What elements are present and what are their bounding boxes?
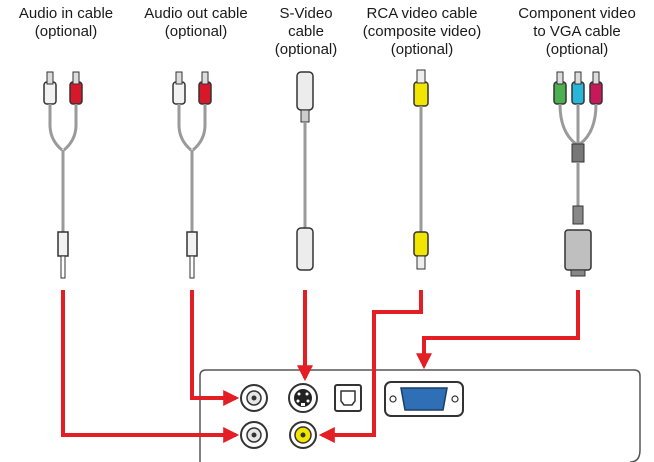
white-plug-icon	[43, 81, 57, 105]
audio-port-icon	[240, 421, 268, 449]
arrow-audio-out	[190, 290, 240, 406]
red-plug-icon	[198, 81, 212, 105]
label-line: (optional)	[34, 23, 98, 40]
label-line: Component video	[518, 5, 636, 22]
white-plug-icon	[172, 81, 186, 105]
s-video-plug-icon	[296, 227, 314, 271]
component-vga-cable	[553, 71, 603, 277]
label-line: (optional)	[390, 41, 454, 58]
magenta-plug-icon	[589, 81, 603, 105]
label-s-video-cable: S-Video cable (optional)	[275, 5, 338, 59]
projector-panel	[199, 369, 641, 462]
red-plug-icon	[69, 81, 83, 105]
label-line: (optional)	[274, 41, 338, 58]
yellow-plug-icon	[413, 231, 429, 257]
label-line: RCA video cable	[366, 5, 478, 22]
s-video-cable	[296, 71, 314, 271]
label-line: S-Video	[279, 5, 333, 22]
label-line: cable	[288, 23, 324, 40]
rca-video-cable	[413, 69, 429, 270]
label-component-vga-cable: Component video to VGA cable (optional)	[518, 5, 636, 59]
audio-port-icon	[240, 384, 268, 412]
arrow-audio-in	[61, 290, 240, 443]
label-line: Audio in cable	[18, 5, 114, 22]
vga-plug-icon	[564, 229, 592, 271]
mini-plug-icon	[57, 231, 69, 257]
label-line: (composite video)	[362, 23, 482, 40]
label-line: to VGA cable	[533, 23, 621, 40]
vga-port-icon	[384, 381, 464, 417]
label-line: Audio out cable	[144, 5, 248, 22]
label-line: (optional)	[164, 23, 228, 40]
arrow-component-vga	[416, 290, 580, 370]
label-line: (optional)	[545, 41, 609, 58]
mini-plug-icon	[186, 231, 198, 257]
yellow-plug-icon	[413, 81, 429, 107]
label-rca-video-cable: RCA video cable (composite video) (optio…	[363, 5, 481, 59]
video-port-icon	[289, 421, 317, 449]
s-video-port-icon	[288, 383, 318, 413]
label-audio-in-cable: Audio in cable (optional)	[19, 5, 113, 41]
blue-plug-icon	[571, 81, 585, 105]
audio-in-cable	[43, 71, 83, 279]
audio-out-cable	[172, 71, 212, 279]
s-video-plug-icon	[296, 71, 314, 111]
green-plug-icon	[553, 81, 567, 105]
arrow-rca-video	[318, 290, 423, 443]
label-audio-out-cable: Audio out cable (optional)	[144, 5, 247, 41]
usb-port-icon	[334, 384, 362, 412]
